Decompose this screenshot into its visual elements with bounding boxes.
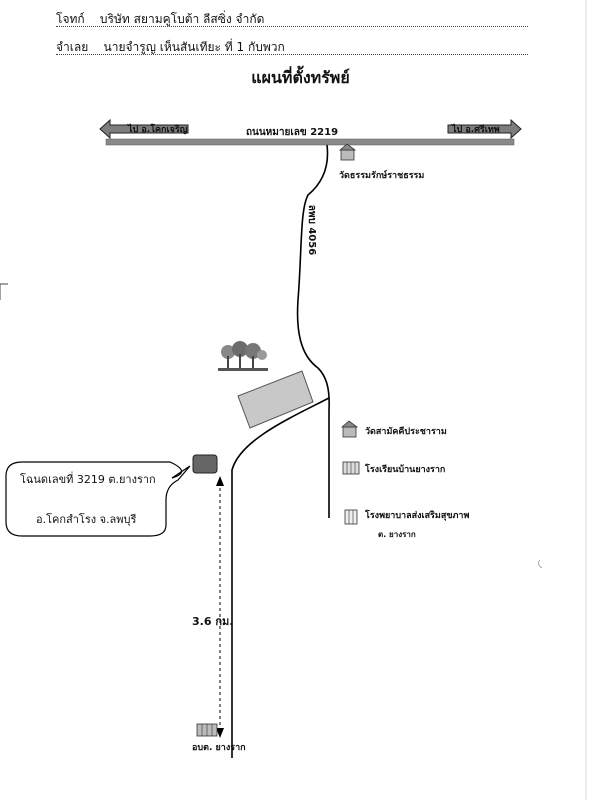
distance-label: 3.6 กม. xyxy=(192,615,233,628)
left-direction-arrow xyxy=(99,118,189,140)
page-title: แผนที่ตั้งทรัพย์ xyxy=(251,68,350,87)
callout-deed-line: โฉนดเลขที่ 3219 ต.ยางราก xyxy=(20,473,156,486)
distance-marker xyxy=(216,476,224,738)
defendant-dotted-line xyxy=(56,54,528,55)
landmark-temple-1: วัดธรรมรักษ์ราชธรรม xyxy=(339,169,424,181)
plaintiff-line: โจทก์ บริษัท สยามคูโบต้า ลีสซิ่ง จำกัด xyxy=(56,10,264,29)
callout-bubble xyxy=(5,461,191,537)
temple-icon xyxy=(340,420,359,438)
branch-road-label: ลพบ 4056 xyxy=(306,205,317,255)
school-icon xyxy=(342,461,360,475)
main-road xyxy=(105,138,515,146)
plaintiff-name: บริษัท สยามคูโบต้า ลีสซิ่ง จำกัด xyxy=(99,12,265,26)
landmark-hospital-line2: ต. ยางราก xyxy=(378,530,416,539)
pencil-mark xyxy=(538,559,543,569)
trees-icon xyxy=(218,341,268,371)
plaintiff-label: โจทก์ xyxy=(56,12,85,26)
defendant-label: จำเลย xyxy=(56,40,89,54)
landmark-office: อบต. ยางราก xyxy=(192,743,246,753)
landmark-school: โรงเรียนบ้านยางราก xyxy=(364,463,445,475)
callout-district-line: อ.โคกสำโรง จ.ลพบุรี xyxy=(36,513,137,526)
main-road-label: ถนนหมายเลข 2219 xyxy=(246,127,338,138)
access-road xyxy=(231,397,330,758)
landmark-temple-2: วัดสามัคคีประชาราม xyxy=(365,426,447,437)
property-marker xyxy=(192,454,218,474)
plaintiff-dotted-line xyxy=(56,26,528,27)
defendant-line: จำเลย นายจำรูญ เห็นสันเทียะ ที่ 1 กับพวก xyxy=(56,38,285,57)
temple-icon xyxy=(338,143,357,161)
defendant-name: นายจำรูญ เห็นสันเทียะ ที่ 1 กับพวก xyxy=(103,40,285,54)
branch-road xyxy=(296,144,330,518)
left-arrow-label: ไป อ.โคกเจริญ xyxy=(127,123,188,135)
land-parcel xyxy=(237,370,314,429)
landmark-hospital: โรงพยาบาลส่งเสริมสุขภาพ xyxy=(364,509,469,521)
right-direction-arrow xyxy=(447,118,522,140)
hospital-icon xyxy=(344,509,358,525)
right-arrow-label: ไป อ.ศรีเทพ xyxy=(451,123,500,135)
office-icon xyxy=(196,723,218,737)
